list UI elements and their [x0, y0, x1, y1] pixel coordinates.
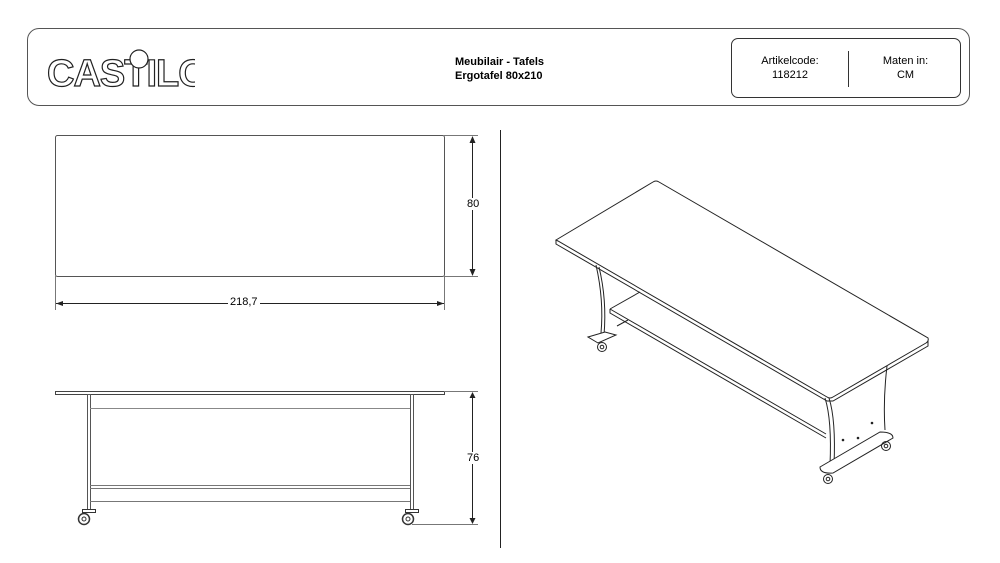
- side-view: [55, 391, 478, 526]
- caster-left: [77, 509, 96, 526]
- castilo-logo: CASTILO: [46, 49, 195, 93]
- svg-text:CASTILO: CASTILO: [47, 53, 195, 93]
- title-block: [27, 28, 970, 106]
- height-dimension-label: 76: [465, 452, 482, 464]
- article-code-label: Artikelcode:: [761, 55, 819, 67]
- product-label: Ergotafel 80x210: [455, 70, 543, 82]
- length-dimension-label: 218,7: [228, 296, 260, 308]
- isometric-view: [554, 180, 929, 484]
- info-box: Artikelcode: 118212 Maten in: CM: [731, 38, 961, 98]
- drawing-title: Meubilair - Tafels Ergotafel 80x210: [455, 55, 544, 83]
- units-label: Maten in:: [882, 55, 929, 67]
- category-label: Meubilair - Tafels: [455, 56, 545, 68]
- top-view: [55, 135, 478, 310]
- depth-dimension-label: 80: [465, 198, 482, 210]
- article-code-value: 118212: [772, 69, 808, 81]
- info-divider: [848, 51, 849, 87]
- caster-right: [401, 509, 419, 526]
- units-value: CM: [896, 69, 915, 81]
- article-code-cell: Artikelcode: 118212: [732, 54, 848, 82]
- units-cell: Maten in: CM: [849, 54, 962, 82]
